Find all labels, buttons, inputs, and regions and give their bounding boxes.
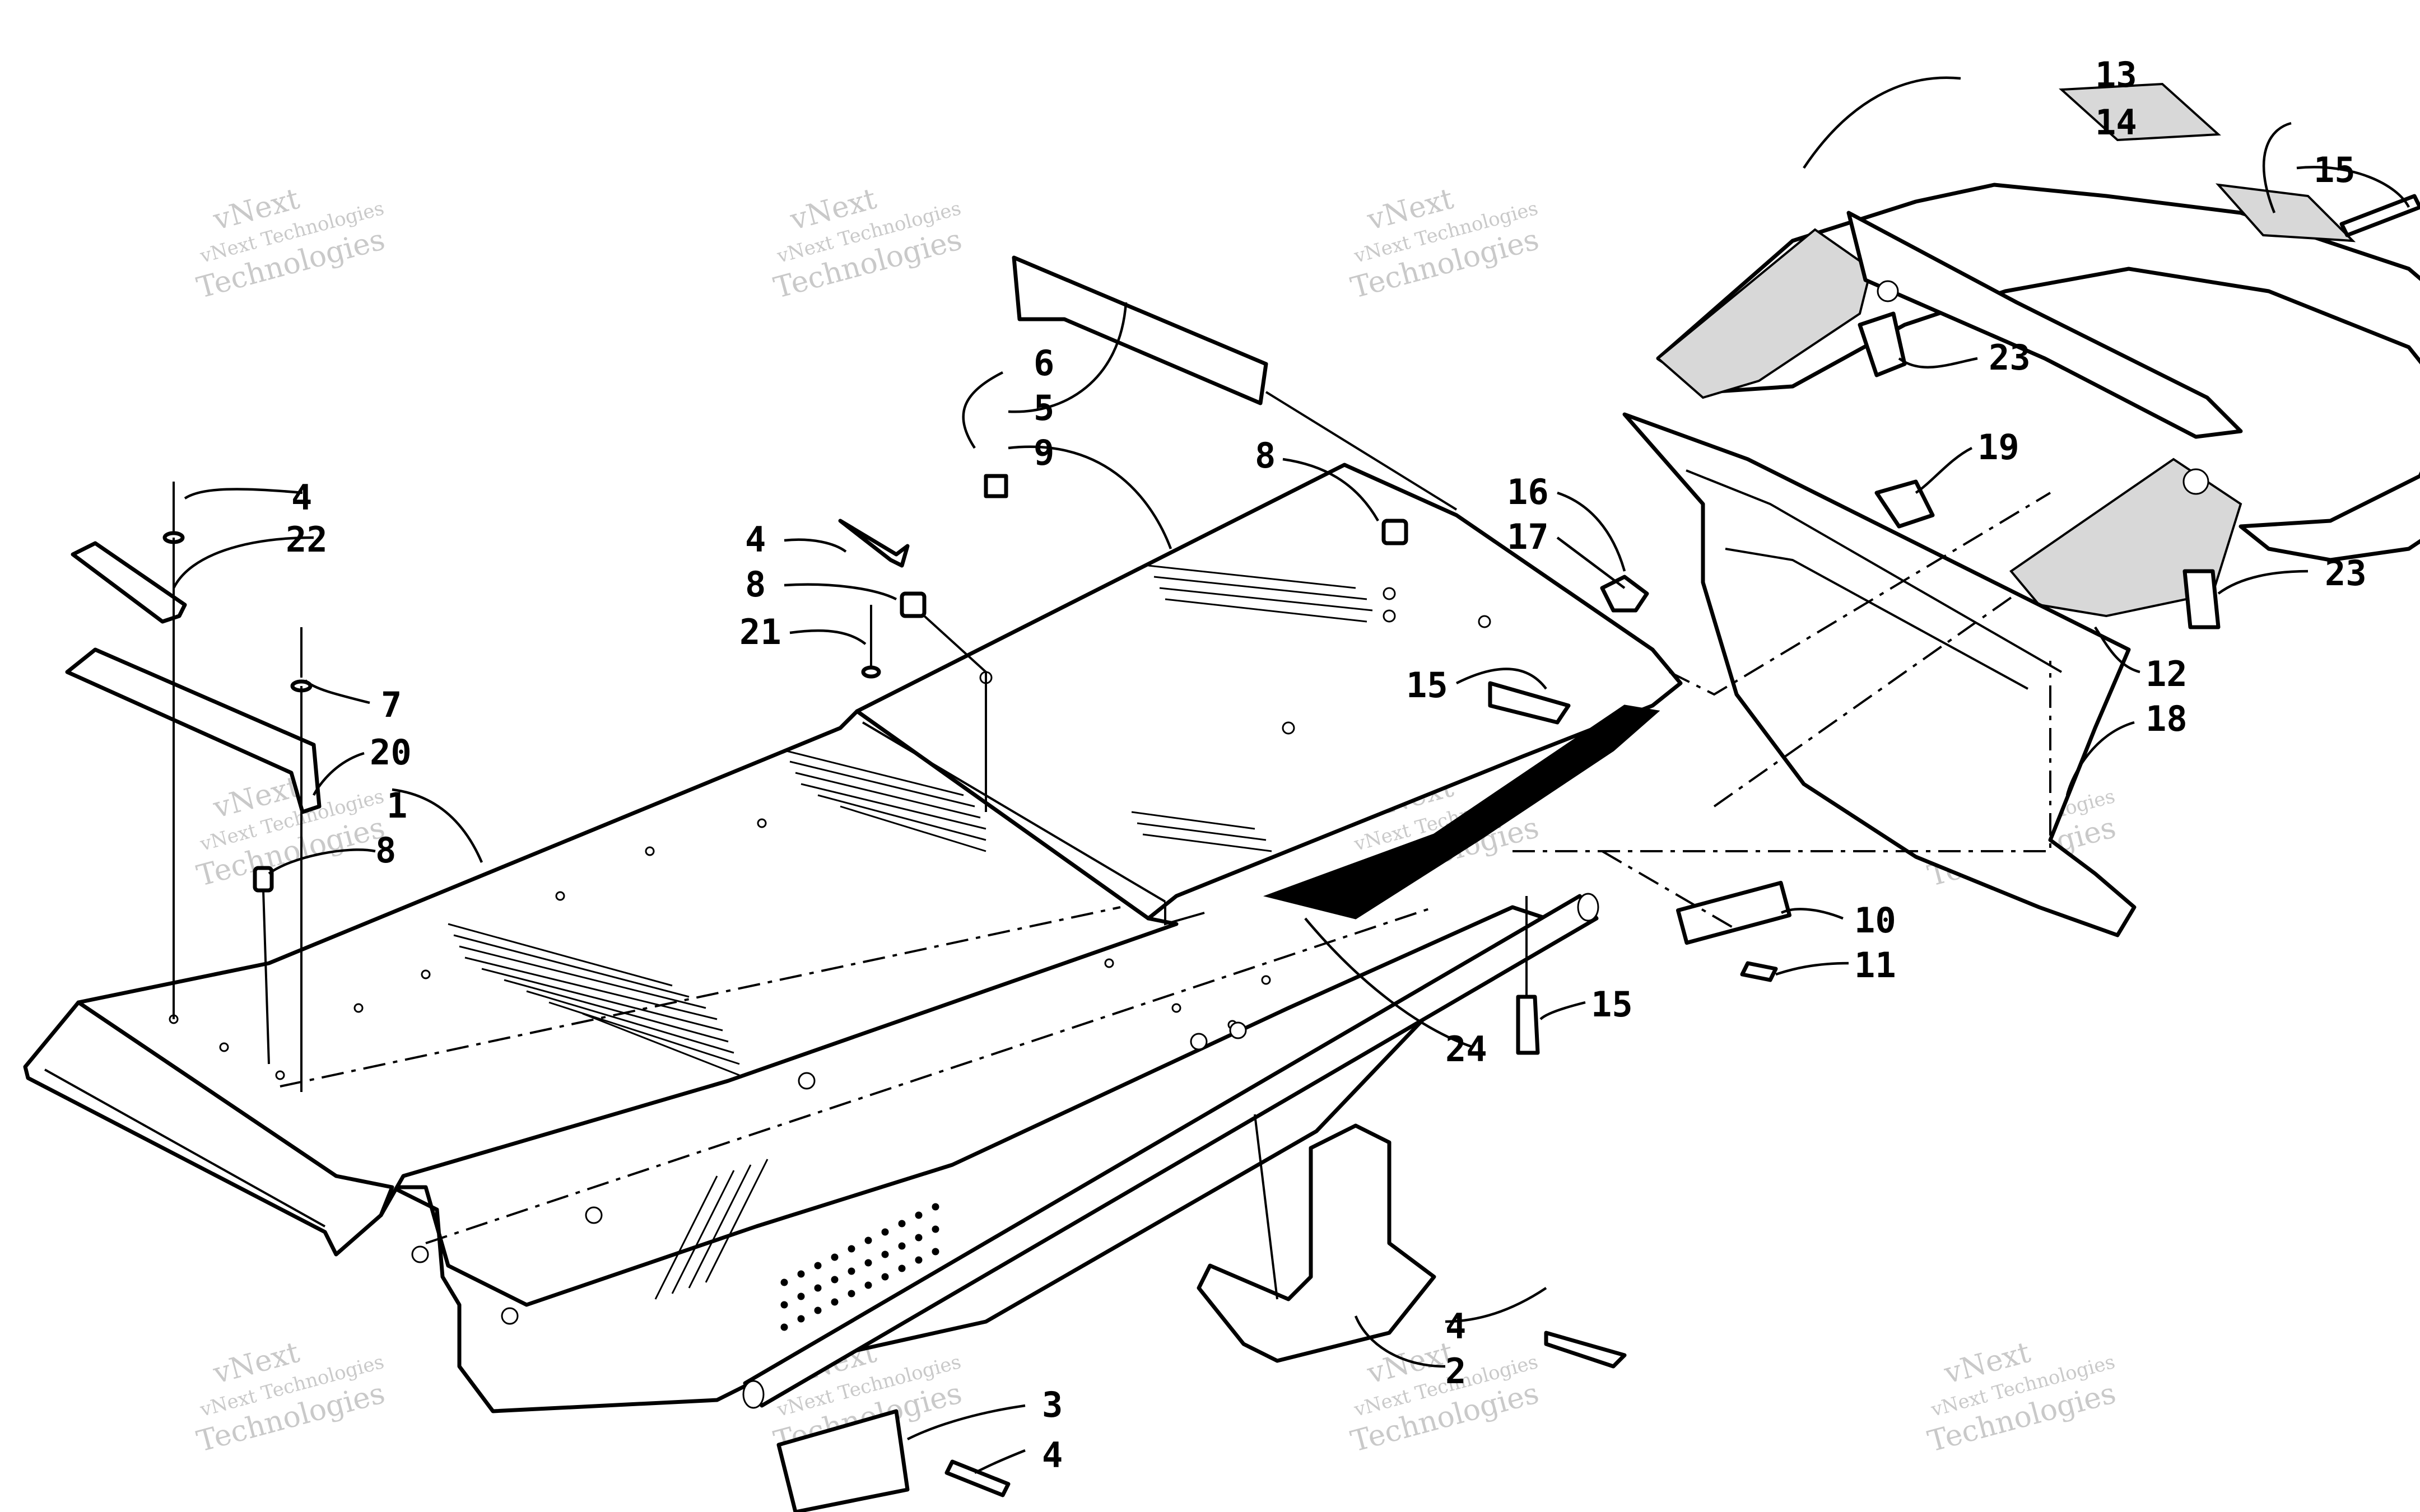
license-plate-bracket	[776, 1409, 910, 1512]
callout-7: 7	[381, 684, 402, 725]
bumper-bolt	[1877, 280, 1899, 302]
callout-11: 11	[1854, 945, 1896, 986]
deck-fold	[862, 721, 1166, 903]
tunnel-perforations	[780, 1203, 939, 1331]
fasteners	[162, 194, 2420, 1497]
callout-10: 10	[1854, 900, 1896, 941]
watermark: vNext vNext Technologies Technologies	[1924, 1336, 2119, 1459]
rivet-4-mid	[838, 519, 910, 568]
leader-lines	[172, 76, 2410, 1474]
plug-8-mid	[900, 591, 927, 618]
clip-23-lower	[2182, 569, 2221, 629]
callout-3: 3	[1042, 1384, 1063, 1425]
callout-8-mid: 8	[745, 564, 766, 605]
left-grab-pad	[1656, 228, 1873, 399]
callout-1: 1	[387, 785, 407, 826]
rear-deck-plate	[855, 463, 1683, 921]
bumper-bolt	[2182, 468, 2209, 495]
callout-18: 18	[2146, 698, 2188, 739]
plug-8-deck	[1381, 519, 1408, 545]
callout-23-lower: 23	[2325, 553, 2367, 594]
flap-rib	[1725, 548, 2028, 690]
callout-23-upper: 23	[1989, 337, 2031, 378]
callout-19: 19	[1977, 427, 2019, 468]
bolt-15-deck	[1488, 681, 1571, 725]
watermark: vNext vNext Technologies Technologies	[1347, 182, 1542, 305]
centerline	[425, 906, 1435, 1244]
nut-16	[1600, 575, 1649, 613]
plug-8	[253, 866, 274, 893]
screw-11	[1740, 961, 1778, 982]
callout-16: 16	[1507, 472, 1549, 512]
deck-edge	[1164, 902, 1205, 926]
tunnel-front-flap	[23, 1000, 394, 1257]
bolt-15-lower	[1516, 995, 1540, 1055]
callout-12: 12	[2146, 654, 2188, 694]
callout-20: 20	[370, 732, 412, 773]
clip-23-upper	[1858, 311, 1907, 377]
callout-4-mid: 4	[745, 519, 766, 560]
callout-labels: 1 2 3 4 4 4 4 5 6 7 8 8 8 9 10 11 12 13 …	[286, 54, 2367, 1476]
callout-24: 24	[1445, 1029, 1487, 1070]
callout-4-plate: 4	[1042, 1435, 1063, 1476]
callout-21: 21	[739, 612, 781, 652]
watermark: vNext vNext Technologies Technologies	[770, 182, 965, 305]
callout-14: 14	[2095, 102, 2137, 143]
callout-15-lower: 15	[1591, 984, 1633, 1025]
brace-20	[65, 647, 322, 814]
reflector-10	[1676, 880, 1792, 945]
callout-17: 17	[1507, 516, 1549, 557]
clip-19	[1874, 479, 1935, 529]
footrest-bracket	[1197, 1123, 1436, 1363]
callout-9: 9	[1034, 432, 1054, 473]
callout-8-left: 8	[375, 830, 396, 871]
rivet-4-plate	[944, 1459, 1011, 1497]
callout-22: 22	[286, 519, 328, 560]
decal-6	[984, 474, 1008, 498]
brace-22	[71, 541, 187, 624]
callout-6: 6	[1034, 343, 1054, 384]
flap-edge	[44, 1068, 325, 1228]
rear-snowflap	[1622, 412, 2137, 937]
rear-flap-strip	[1012, 255, 1268, 405]
centerline	[280, 906, 1121, 1088]
screw-15-bumper	[2339, 194, 2420, 237]
callout-4-bracket: 4	[1445, 1306, 1466, 1347]
callout-8-deck: 8	[1255, 435, 1276, 476]
reflector-decal-13	[2059, 82, 2221, 142]
rail-end	[742, 1380, 765, 1409]
rear-bumper	[1656, 183, 2420, 618]
flap-edge	[1265, 391, 1458, 511]
callout-5: 5	[1034, 388, 1054, 428]
callout-13: 13	[2095, 54, 2137, 95]
callout-4-left: 4	[291, 477, 312, 518]
rivet-21	[861, 665, 881, 679]
watermark: vNext vNext Technologies Technologies	[193, 182, 388, 305]
rail-end	[1577, 893, 1599, 922]
flap-rib	[1686, 469, 2062, 673]
watermark: vNext vNext Technologies Technologies	[193, 1336, 388, 1459]
tunnel-assembly	[23, 463, 1683, 1413]
deck-hatching	[448, 564, 1373, 1300]
callout-15-bumper: 15	[2314, 150, 2356, 190]
callout-2: 2	[1445, 1351, 1466, 1392]
callout-15-deck: 15	[1406, 665, 1448, 706]
reflector-decal-14	[2215, 183, 2356, 242]
tunnel-decal	[1263, 704, 1660, 920]
rivet-4-bracket	[1544, 1331, 1627, 1369]
